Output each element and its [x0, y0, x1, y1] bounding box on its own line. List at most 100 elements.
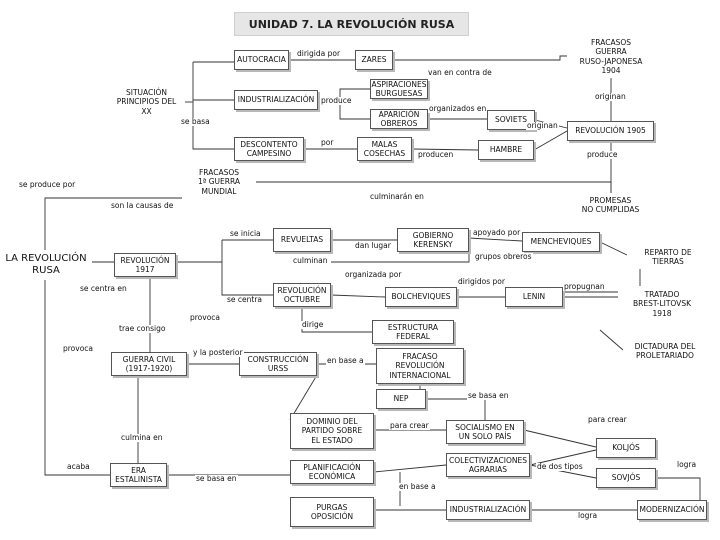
link-label-culminan-1: culminan — [292, 256, 329, 265]
link-label-originan-1: originan — [594, 92, 627, 101]
link-label-dan-lugar: dan lugar — [354, 241, 392, 250]
link-label-dirigida-por: dirigida por — [296, 49, 342, 58]
link-label-se-produce-por: se produce por — [18, 180, 77, 189]
connector — [533, 130, 568, 151]
node-fracasos-primera-guerra: FRACASOS 1ª GUERRA MUNDIAL — [182, 167, 256, 197]
node-bolcheviques: BOLCHEVIQUES — [385, 287, 457, 307]
node-purgas-oposicion: PURGAS OPOSICIÓN — [290, 497, 374, 527]
link-label-culminaran-en: culminarán en — [369, 192, 425, 201]
node-industrializacion-1: INDUSTRIALIZACIÓN — [234, 90, 318, 110]
node-modernizacion: MODERNIZACIÓN — [637, 500, 707, 520]
connector — [393, 55, 567, 61]
connector — [426, 398, 486, 420]
node-mencheviques: MENCHEVIQUES — [522, 232, 600, 252]
node-tratado-brest: TRATADO BREST-LITOVSK 1918 — [618, 286, 706, 322]
link-label-trae-consigo: trae consigo — [118, 324, 167, 333]
link-label-dirigidos-por: dirigidos por — [457, 277, 506, 286]
connector — [339, 100, 370, 120]
connector — [656, 477, 701, 500]
node-industrializacion-2: INDUSTRIALIZACIÓN — [446, 500, 530, 520]
node-revueltas: REVUELTAS — [273, 228, 331, 252]
link-label-propugnan: propugnan — [563, 282, 606, 291]
node-revolucion-1905: REVOLUCIÓN 1905 — [567, 121, 654, 141]
page-title: UNIDAD 7. LA REVOLUCIÓN RUSA — [234, 12, 469, 36]
node-dominio-partido: DOMINIO DEL PARTIDO SOBRE EL ESTADO — [290, 413, 374, 449]
node-fracasos-ruso-japonesa: FRACASOS GUERRA RUSO-JAPONESA 1904 — [567, 35, 655, 78]
link-label-provoca-2: provoca — [62, 344, 95, 353]
node-guerra-civil: GUERRA CIVIL (1917-1920) — [111, 352, 187, 376]
node-soviets: SOVIETS — [487, 110, 535, 130]
node-la-revolucion-rusa: LA REVOLUCIÓN RUSA — [0, 250, 92, 280]
link-label-van-en-contra-de: van en contra de — [427, 68, 493, 77]
connector — [331, 252, 470, 263]
link-label-se-centra-en: se centra en — [79, 284, 128, 293]
connector — [330, 294, 386, 298]
node-zares: ZARES — [355, 50, 393, 70]
connector — [529, 449, 597, 466]
link-label-de-dos-tipos: de dos tipos — [536, 462, 584, 471]
link-label-culmina-en: culmina en — [120, 433, 164, 442]
connector — [373, 464, 447, 473]
link-label-organizados-en: organizados en — [428, 104, 488, 113]
node-estructura-federal: ESTRUCTURA FEDERAL — [372, 320, 454, 344]
node-descontento-campesino: DESCONTENTO CAMPESINO — [234, 137, 304, 161]
node-aparicion-obreros: APARICIÓN OBREROS — [370, 109, 428, 129]
node-construccion-urss: CONSTRUCCIÓN URSS — [239, 352, 317, 376]
link-label-se-basa: se basa — [180, 117, 211, 126]
connector — [599, 329, 624, 351]
node-era-estalinista: ERA ESTALINISTA — [110, 463, 167, 487]
node-reparto-tierras: REPARTO DE TIERRAS — [627, 245, 709, 269]
node-hambre: HAMBRE — [478, 140, 534, 160]
link-label-se-basa-en-2: se basa en — [195, 474, 238, 483]
connector — [44, 197, 182, 250]
node-revolucion-octubre: REVOLUCIÓN OCTUBRE — [273, 283, 331, 307]
node-revolucion-1917: REVOLUCIÓN 1917 — [114, 253, 176, 277]
link-label-acaba: acaba — [66, 462, 91, 471]
connector — [599, 241, 628, 256]
node-lenin: LENIN — [505, 287, 563, 307]
node-fracaso-revolucion-internacional: FRACASO REVOLUCIÓN INTERNACIONAL — [376, 348, 464, 384]
link-label-provoca-1: provoca — [189, 313, 222, 322]
link-label-en-base-a-1: en base a — [326, 356, 365, 365]
node-situacion-principios: SITUACIÓN PRINCIPIOS DEL XX — [108, 88, 185, 116]
node-malas-cosechas: MALAS COSECHAS — [357, 137, 412, 161]
connector — [411, 148, 479, 151]
link-label-logra-1: logra — [676, 460, 698, 469]
link-label-para-crear-1: para crear — [389, 421, 430, 430]
node-gobierno-kerensky: GOBIERNO KERENSKY — [397, 228, 469, 252]
link-label-producen: producen — [417, 150, 455, 159]
node-nep: NEP — [376, 389, 426, 409]
link-label-produce-2: produce — [586, 150, 619, 159]
link-label-para-crear-2: para crear — [587, 415, 628, 424]
node-autocracia: AUTOCRACIA — [234, 50, 289, 70]
link-label-produce-1: produce — [320, 96, 353, 105]
connector — [256, 181, 612, 193]
node-sovjos: SOVJÓS — [596, 468, 656, 488]
link-label-originan-2: originan — [526, 121, 559, 130]
node-colectivizaciones-agrarias: COLECTIVIZACIONES AGRARIAS — [446, 453, 530, 477]
node-aspiraciones-burguesas: ASPIRACIONES BURGUESAS — [370, 79, 428, 99]
node-dictadura-proletariado: DICTADURA DEL PROLETARIADO — [623, 339, 707, 363]
link-label-se-centra: se centra — [226, 295, 264, 304]
connector — [44, 280, 110, 476]
connector — [523, 429, 597, 448]
link-label-apoyado-por: apoyado por — [472, 228, 522, 237]
node-promesas-no-cumplidas: PROMESAS NO CUMPLIDAS — [567, 193, 654, 217]
node-planificacion-economica: PLANIFICACIÓN ECONÓMICA — [290, 460, 374, 484]
link-label-y-la-posterior: y la posterior — [192, 348, 244, 357]
connector — [468, 237, 523, 242]
connector — [221, 282, 273, 296]
link-label-se-inicia: se inicia — [229, 229, 262, 238]
connector — [301, 307, 372, 333]
link-label-organizada-por: organizada por — [344, 270, 403, 279]
link-label-grupos-obreros: grupos obreros — [474, 252, 533, 261]
connector — [289, 374, 318, 421]
link-label-son-la-causas-de: son la causas de — [110, 201, 175, 210]
link-label-logra-2: logra — [577, 511, 599, 520]
link-label-se-basa-en-1: se basa en — [467, 391, 510, 400]
link-label-por: por — [320, 138, 335, 147]
node-koljos: KOLJÓS — [596, 438, 656, 458]
link-label-en-base-a-2: en base a — [398, 482, 437, 491]
link-label-dirige: dirige — [301, 320, 325, 329]
